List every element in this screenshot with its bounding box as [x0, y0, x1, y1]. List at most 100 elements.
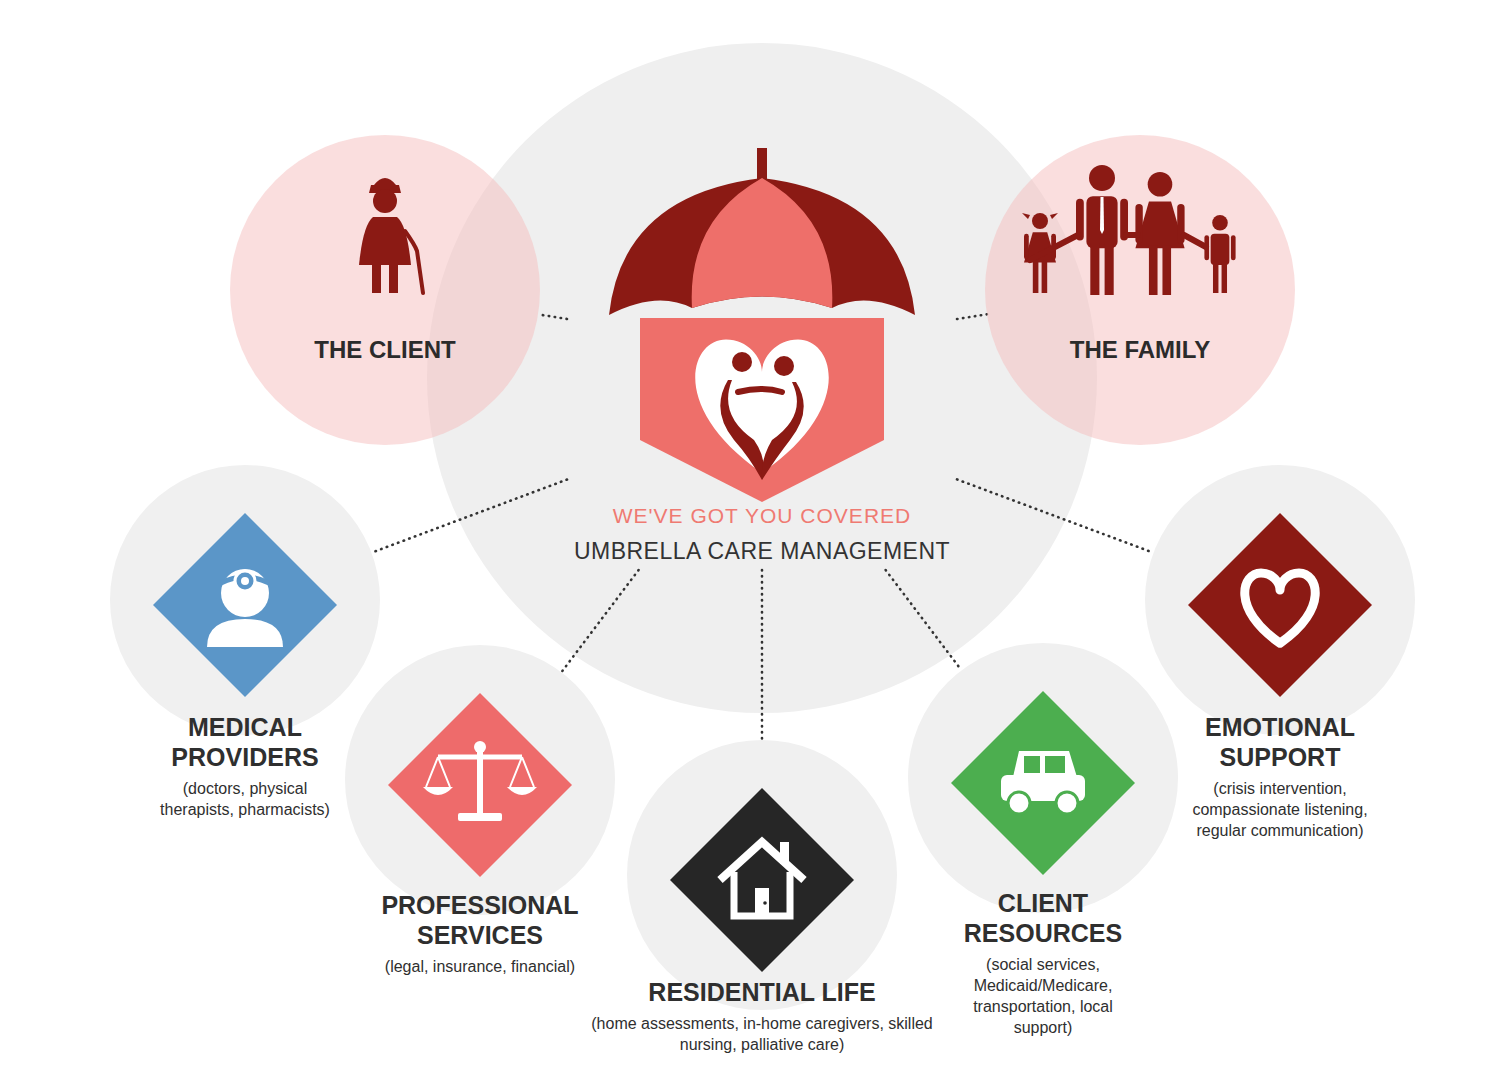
dotted-connector: [561, 570, 638, 672]
heart-outline: [1245, 573, 1315, 643]
service-title: EMOTIONAL SUPPORT: [1175, 712, 1385, 772]
tagline: WE'VE GOT YOU COVERED: [567, 502, 957, 530]
party-label: THE CLIENT: [230, 335, 540, 365]
party-label: THE FAMILY: [985, 335, 1295, 365]
elder-figure: [359, 178, 423, 293]
figure-arm: [1024, 234, 1029, 260]
dotted-connector: [886, 570, 962, 670]
figure-dress: [359, 217, 411, 265]
service-details: (doctors, physical therapists, pharmacis…: [150, 778, 340, 820]
figure-leg: [1033, 261, 1039, 293]
walking-cane: [405, 231, 423, 293]
heart-icon: [1245, 573, 1315, 643]
hat-crown: [374, 178, 396, 185]
service-title: RESIDENTIAL LIFE: [592, 977, 932, 1007]
car-window: [1024, 756, 1040, 773]
service-details: (social services, Medicaid/Medicare, tra…: [961, 954, 1126, 1038]
couple-figure: [720, 352, 803, 480]
head: [221, 569, 269, 617]
boy-figure: [1204, 215, 1235, 293]
figure-head: [1212, 215, 1228, 231]
figure-leg: [1149, 246, 1158, 295]
house-icon: [720, 842, 804, 916]
service-circle: RESIDENTIAL LIFE (home assessments, in-ho…: [582, 740, 942, 1059]
scale-base: [458, 813, 502, 821]
scales-icon: [423, 741, 537, 821]
icon-diamond: [388, 693, 572, 877]
icon-diamond: [670, 788, 854, 972]
figure-arm: [1231, 235, 1236, 260]
tie: [1100, 197, 1104, 234]
brand-name: UMBRELLA CARE MANAGEMENT: [567, 536, 957, 566]
umbrella-canopy: [609, 178, 915, 315]
node-circle: [1145, 465, 1415, 735]
headlamp: [235, 571, 255, 591]
node-shape: [95, 465, 395, 735]
dotted-connector: [371, 480, 567, 553]
dotted-connector: [957, 479, 1154, 552]
father-figure: [1076, 165, 1128, 295]
node-circle: [985, 135, 1295, 445]
hair-bows: [1022, 213, 1058, 219]
node-shape: [567, 140, 957, 510]
scale-pan: [423, 787, 453, 795]
car-window: [1045, 756, 1065, 773]
icon-diamond: [951, 691, 1135, 875]
car-cabin: [1013, 751, 1077, 777]
headlamp-lens: [241, 577, 249, 585]
service-details: (home assessments, in-home caregivers, s…: [587, 1013, 937, 1055]
party-circle: THE CLIENT: [230, 135, 540, 369]
icon-diamond: [153, 513, 337, 697]
figure-head: [1089, 165, 1115, 191]
house-walls: [734, 872, 790, 916]
door-knob: [763, 901, 767, 905]
figure-head: [1148, 172, 1173, 197]
icon-diamond: [1188, 513, 1372, 697]
figure-head: [1032, 213, 1048, 229]
figure-leg: [1090, 243, 1099, 295]
shoulders: [207, 619, 283, 647]
figure-arms: [738, 389, 782, 392]
figure-head: [373, 189, 397, 213]
dotted-connector: [538, 314, 567, 319]
node-shape: [582, 740, 942, 1010]
service-circle: CLIENT RESOURCES(social services, Medica…: [893, 643, 1193, 1042]
node-circle: [230, 135, 540, 445]
family-figures: [1022, 165, 1236, 295]
node-circle: [345, 645, 615, 915]
node-shape: [230, 135, 540, 445]
house-chimney: [780, 842, 789, 864]
scale-beam: [438, 755, 522, 760]
node-circle: [908, 643, 1178, 913]
figure-leg: [1105, 243, 1114, 295]
figure-head: [732, 352, 752, 372]
scale-pan: [507, 787, 537, 795]
dotted-connector: [957, 314, 987, 319]
service-circle: PROFESSIONAL SERVICES(legal, insurance, …: [330, 645, 630, 981]
figure-leg: [1222, 262, 1227, 293]
umbrella-tip: [757, 148, 767, 182]
node-shape: [985, 135, 1295, 445]
figure-body: [762, 382, 804, 480]
figure-leg: [1162, 246, 1171, 295]
car-wheel: [1008, 792, 1030, 814]
figure-body: [720, 380, 764, 480]
figure-leg: [372, 263, 381, 293]
car-wheel: [1056, 792, 1078, 814]
scale-strings: [426, 757, 534, 787]
service-circle: EMOTIONAL SUPPORT(crisis intervention, c…: [1130, 465, 1430, 845]
figure-head: [774, 356, 794, 376]
service-details: (crisis intervention, compassionate list…: [1183, 778, 1378, 841]
service-title: CLIENT RESOURCES: [948, 888, 1138, 948]
node-shape: [893, 643, 1193, 913]
node-shape: [330, 645, 630, 915]
service-details: (legal, insurance, financial): [350, 956, 610, 977]
node-circle: [110, 465, 380, 735]
service-title: MEDICAL PROVIDERS: [140, 712, 350, 772]
party-circle: THE FAMILY: [985, 135, 1295, 369]
medical-icon: [207, 569, 283, 647]
node-shape: [1130, 465, 1430, 735]
figure-leg: [389, 263, 398, 293]
figure-body: [1211, 234, 1230, 265]
